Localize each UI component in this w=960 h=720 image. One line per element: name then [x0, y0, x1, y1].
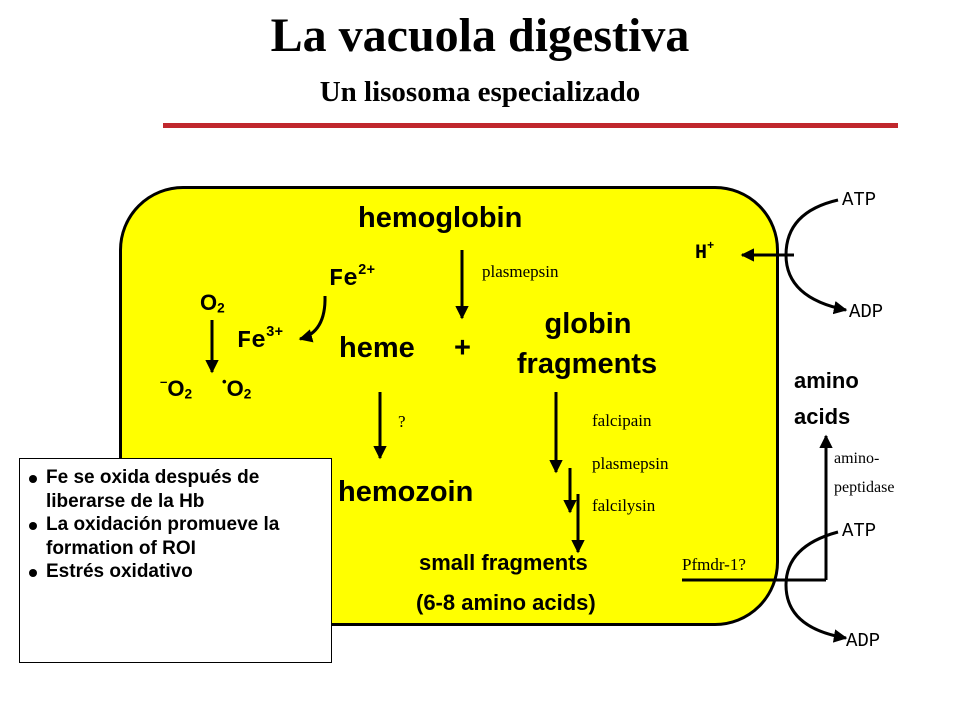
- bullet-icon: [29, 522, 37, 530]
- superoxide-label: –O2: [160, 374, 193, 402]
- amino-acids-label-2: acids: [794, 404, 851, 429]
- aminopeptidase-label-2: peptidase: [834, 479, 895, 496]
- globin-label: globin: [544, 308, 632, 340]
- small-fragments-size-label: (6-8 amino acids): [416, 590, 596, 615]
- oxidative-stress-notes: Fe se oxida después de liberarse de la H…: [19, 458, 332, 663]
- note-item: La oxidación promueve la formation of RO…: [26, 513, 316, 560]
- falcilysin-label: falcilysin: [592, 496, 656, 515]
- atp-label-top: ATP: [842, 189, 877, 211]
- aminopeptidase-label: amino-: [834, 450, 880, 467]
- adp-label-top: ADP: [849, 301, 884, 323]
- heme-label: heme: [339, 332, 415, 364]
- page-title: La vacuola digestiva: [270, 9, 690, 62]
- unknown-enzyme-label: ?: [398, 412, 406, 431]
- bullet-icon: [29, 475, 37, 483]
- hemoglobin-label: hemoglobin: [358, 202, 523, 234]
- plasmepsin-label-2: plasmepsin: [592, 454, 669, 473]
- o2-label: O2: [200, 290, 225, 316]
- note-item: Estrés oxidativo: [26, 560, 316, 584]
- bullet-icon: [29, 569, 37, 577]
- fe3-label: Fe3+: [237, 325, 284, 355]
- page-subtitle: Un lisosoma especializado: [319, 76, 641, 108]
- title-divider: [163, 123, 898, 128]
- h-plus-label: H+: [695, 239, 715, 265]
- pfmdr-label: Pfmdr-1?: [682, 555, 746, 574]
- adp-label-bottom: ADP: [846, 630, 881, 652]
- arrow-fe2-to-fe3: [298, 295, 327, 343]
- fe2-label: Fe2+: [329, 263, 376, 293]
- hemozoin-label: hemozoin: [338, 476, 474, 508]
- plus-sign: +: [454, 332, 471, 364]
- atp-adp-curve-bottom: [784, 530, 848, 643]
- globin-fragments-label: fragments: [516, 348, 658, 380]
- superoxide-radical-label: •O2: [222, 374, 252, 402]
- atp-label-bottom: ATP: [842, 520, 877, 542]
- falcipain-label: falcipain: [592, 411, 652, 430]
- small-fragments-label: small fragments: [419, 550, 588, 575]
- amino-acids-label: amino: [794, 368, 859, 393]
- note-item: Fe se oxida después de liberarse de la H…: [26, 466, 316, 513]
- atp-adp-curve-top: [784, 198, 848, 315]
- plasmepsin-label-1: plasmepsin: [482, 262, 559, 281]
